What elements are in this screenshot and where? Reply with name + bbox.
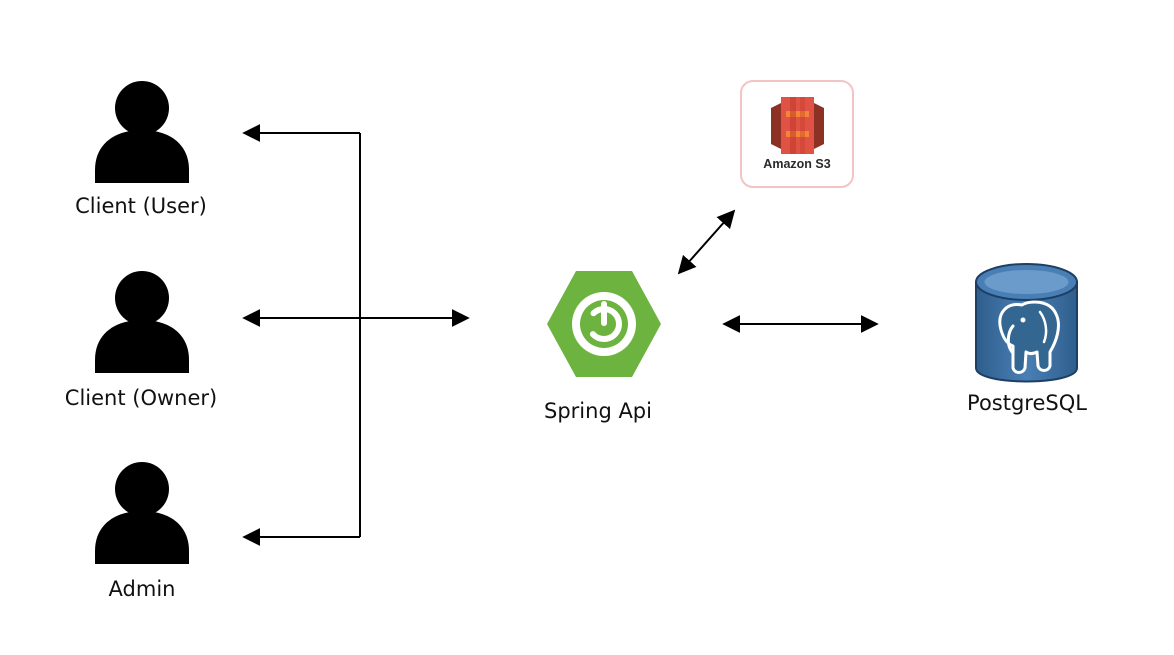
postgresql-label: PostgreSQL [967, 391, 1087, 415]
actor-label: Client (User) [75, 194, 207, 218]
s3-label: Amazon S3 [763, 157, 830, 171]
actor-admin: Admin [95, 462, 189, 601]
amazon-s3-node: Amazon S3 [740, 80, 854, 188]
actor-client-user: Client (User) [75, 81, 207, 218]
person-icon [95, 462, 189, 564]
spring-api-node: Spring Api [544, 271, 661, 423]
actor-client-owner: Client (Owner) [65, 271, 217, 410]
postgresql-node: PostgreSQL [967, 263, 1087, 415]
postgresql-elephant-icon [998, 300, 1060, 374]
spring-api-label: Spring Api [544, 399, 652, 423]
spring-power-icon [547, 271, 661, 377]
actor-label: Admin [109, 577, 176, 601]
arrow-api-s3 [677, 209, 736, 275]
actor-connectors [242, 124, 470, 546]
person-icon [95, 271, 189, 373]
person-icon [95, 81, 189, 183]
actor-label: Client (Owner) [65, 386, 217, 410]
amazon-s3-icon [771, 97, 824, 154]
service-connectors [677, 209, 879, 333]
